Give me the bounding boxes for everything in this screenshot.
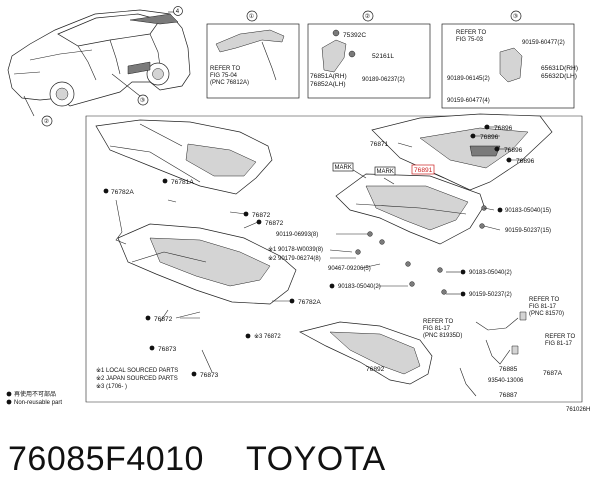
label-76887: 76887	[499, 392, 518, 399]
parts-diagram: 4 ③ ② ① REFER TO FIG 75-04 (PNC 76812A) …	[6, 6, 590, 413]
mark-2: MARK	[377, 169, 394, 175]
box1-fig: FIG 75-04	[210, 73, 238, 79]
legend-dot-1	[6, 391, 12, 397]
label-76873-b: 76873	[200, 372, 219, 379]
refer-3-b: FIG 81-17	[545, 341, 573, 347]
note-1: ※1 LOCAL SOURCED PARTS	[96, 367, 178, 374]
refer-1-a: REFER TO	[529, 297, 559, 303]
label-7687A: 7687A	[543, 370, 563, 377]
callout-1	[246, 10, 258, 22]
box3-p1: 90159-60477(2)	[522, 40, 565, 46]
label-93540: 93540-13006	[488, 378, 524, 384]
box3-p2: 90189-06145(2)	[447, 76, 490, 82]
box2-p2: 52161L	[372, 53, 394, 60]
label-76885: 76885	[499, 366, 518, 373]
box1-pnc: (PNC 76812A)	[210, 80, 249, 86]
spoiler-end-part	[215, 29, 285, 53]
nut-52161L	[348, 50, 356, 58]
refer-2-b: FIG 81-17	[423, 326, 451, 332]
brand-name: TOYOTA	[246, 440, 386, 478]
label-76782A-top: 76782A	[111, 189, 134, 196]
callout-4	[173, 6, 183, 16]
label-90183-2b: 90183-05040(2)	[338, 284, 381, 290]
refer-1-c: (PNC 81570)	[529, 311, 564, 317]
label-90159-2: 90159-50237(2)	[469, 292, 512, 298]
refer-1-b: FIG 81-17	[529, 304, 557, 310]
callout-4-label: 4	[176, 9, 180, 15]
label-76872-c: 76872	[154, 316, 173, 323]
part-number: 76085F4010	[8, 440, 204, 478]
main-frame	[85, 115, 583, 403]
label-90179: ※2 90179-06274(8)	[268, 255, 321, 262]
box2-p5: 90189-06237(2)	[362, 77, 405, 83]
legend-en: Non-reusable part	[14, 400, 62, 406]
label-76782A-mid: 76782A	[298, 299, 321, 306]
callout-3	[510, 10, 522, 22]
label-76873-a: 76873	[158, 346, 177, 353]
refer-3-a: REFER TO	[545, 334, 575, 340]
label-76892: 76892	[366, 366, 385, 373]
label-76896-c: 76896	[504, 147, 523, 154]
label-76781A: 76781A	[171, 179, 194, 186]
box3-p4: 65632D(LH)	[541, 73, 577, 80]
callout-2-car-label: ②	[44, 118, 49, 125]
label-90159-15: 90159-50237(15)	[505, 228, 551, 234]
image-id: 761026H	[566, 407, 590, 413]
refer-2-a: REFER TO	[423, 319, 453, 325]
callout-1-label: ①	[249, 13, 254, 20]
label-76891: 76891	[414, 167, 433, 174]
box3-refer: REFER TO	[456, 30, 486, 36]
box3-fig: FIG 75-03	[456, 37, 484, 43]
label-90183-15: 90183-05040(15)	[505, 208, 551, 214]
callout-3-car	[137, 94, 149, 106]
callout-2-car	[41, 115, 53, 127]
bracket-part	[321, 39, 347, 73]
callout-3-label: ③	[513, 13, 518, 20]
legend-dot-2	[6, 399, 12, 405]
refer-2-c: (PNC 81935D)	[423, 333, 462, 339]
label-90119: 90119-06993(8)	[276, 232, 318, 238]
label-90178: ※1 90178-W0039(8)	[268, 246, 323, 253]
callout-2-label: ②	[365, 13, 370, 20]
label-90183-2a: 90183-05040(2)	[469, 270, 512, 276]
rear-bracket-part	[499, 47, 523, 83]
label-76872-b: 76872	[265, 220, 284, 227]
callout-2	[362, 10, 374, 22]
label-90467: 90467-09206(5)	[328, 266, 371, 272]
box1-refer: REFER TO	[210, 66, 240, 72]
note-3: ※3 (1706- )	[96, 383, 127, 390]
box2-p1: 75392C	[343, 32, 366, 39]
car-illustration	[7, 9, 191, 117]
label-76871: 76871	[370, 141, 389, 148]
box2-p3: 76851A(RH)	[310, 73, 347, 80]
label-76896-d: 76896	[516, 158, 535, 165]
box3-p3: 65631D(RH)	[541, 65, 578, 72]
label-76896-a: 76896	[494, 125, 513, 132]
box3-p5: 90159-60477(4)	[447, 98, 490, 104]
mark-1: MARK	[335, 165, 352, 171]
box2-p4: 76852A(LH)	[310, 81, 346, 88]
note-2: ※2 JAPAN SOURCED PARTS	[96, 375, 178, 382]
callout-3-car-label: ③	[140, 97, 145, 104]
label-76872-a: 76872	[252, 212, 271, 219]
main-labels: 76896 76896 76896 76896 76871 MARK MARK …	[103, 124, 575, 399]
label-76896-b: 76896	[480, 134, 499, 141]
clip-75392C	[332, 29, 340, 37]
label-76872-d: ※3 76872	[254, 333, 281, 340]
legend-jp: 再使用不可部品	[14, 390, 56, 398]
